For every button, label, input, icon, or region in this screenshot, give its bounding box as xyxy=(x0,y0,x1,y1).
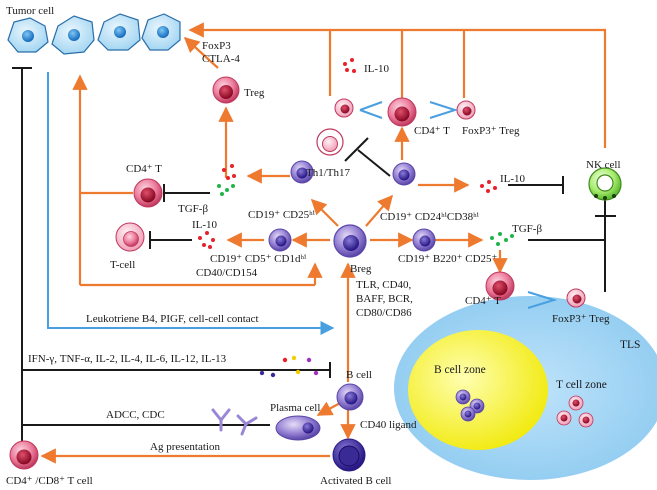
cd4t-left-label: CD4⁺ T xyxy=(126,163,162,175)
breg-cell xyxy=(333,224,367,258)
cd40-cd154-label: CD40/CD154 xyxy=(196,267,258,279)
cd4-cd8-t-cell xyxy=(9,440,39,470)
cd4-cd8-label: CD4⁺ /CD8⁺ T cell xyxy=(6,475,93,487)
tumor-nucleus-1 xyxy=(22,30,34,42)
cd4-t-cell-left xyxy=(133,178,163,208)
tlr-line1: TLR, CD40, xyxy=(356,279,412,291)
inhibition-lines xyxy=(12,67,616,452)
activated-b-cell xyxy=(332,438,366,472)
leukotriene-label: Leukotriene B4, PIGF, cell-cell contact xyxy=(86,313,259,325)
antibody-icons xyxy=(211,408,258,436)
tlr-line2: BAFF, BCR, xyxy=(356,293,413,305)
activated-b-label: Activated B cell xyxy=(320,475,391,487)
b-cell-zone-ellipse xyxy=(408,330,548,450)
cd19-b220-cd25-label: CD19⁺ B220⁺ CD25⁺ xyxy=(398,253,498,265)
tumor-cell-label: Tumor cell xyxy=(6,5,54,17)
cd19-b220-cell xyxy=(412,228,436,252)
cytokines-label: IFN-γ, TNF-α, IL-2, IL-4, IL-6, IL-12, I… xyxy=(28,353,227,365)
b-cell-zone-label: B cell zone xyxy=(434,364,486,376)
foxp3-treg-top-label: FoxP3⁺ Treg xyxy=(462,125,520,137)
cytokine-dots-colored xyxy=(259,355,319,378)
tgfb-dots-right xyxy=(490,232,514,246)
ctla4-label: CTLA-4 xyxy=(202,53,240,65)
tcell-label: T-cell xyxy=(110,259,135,271)
cd19-cd5-cd1d-label: CD19⁺ CD5⁺ CD1dʰⁱ xyxy=(210,253,307,265)
plasma-cell-label: Plasma cell xyxy=(270,402,320,414)
blue-arrows xyxy=(47,72,558,335)
tumor-cells xyxy=(7,13,181,55)
t-cell-zone-label: T cell zone xyxy=(556,379,607,391)
cd4-t-cell-right xyxy=(485,271,515,301)
tlr-line3: CD80/CD86 xyxy=(356,307,412,319)
nk-cell xyxy=(588,167,622,201)
cd4-t-cell-top xyxy=(387,97,417,127)
th1-th17-cell xyxy=(316,128,344,156)
b-cell xyxy=(336,383,364,411)
il10-tgfb-dots-left xyxy=(217,164,236,196)
cd19-cd24-cell xyxy=(392,162,416,186)
adcc-label: ADCC, CDC xyxy=(106,409,165,421)
il10-dots-right xyxy=(480,180,497,193)
small-treg-top-left xyxy=(334,98,354,118)
th1-th17-label: Th1/Th17 xyxy=(306,167,350,179)
cd19-cd25-cell xyxy=(290,160,314,184)
il10-right-label: IL-10 xyxy=(500,173,526,185)
treg-label: Treg xyxy=(244,87,265,99)
tgfb-right-label: TGF-β xyxy=(512,223,542,235)
foxp3-treg-right-label: FoxP3⁺ Treg xyxy=(552,313,610,325)
il10-left-label: IL-10 xyxy=(192,219,218,231)
foxp3-treg-top xyxy=(456,100,476,120)
breg-label: Breg xyxy=(350,263,372,275)
foxp3-label: FoxP3 xyxy=(202,40,231,52)
foxp3-treg-right xyxy=(566,288,586,308)
tls-label: TLS xyxy=(620,339,640,351)
cd19-cd24-cd38-label: CD19⁺ CD24ʰⁱCD38ʰⁱ xyxy=(380,211,480,223)
tumor-nucleus-2 xyxy=(68,29,80,41)
plasma-cell xyxy=(275,415,321,441)
ag-presentation-label: Ag presentation xyxy=(150,441,220,453)
il10-dots-left xyxy=(198,231,215,249)
tgfb-left-label: TGF-β xyxy=(178,203,208,215)
tumor-nucleus-4 xyxy=(157,26,169,38)
nk-cell-label: NK cell xyxy=(586,159,621,171)
cd19-cd25-label: CD19⁺ CD25ʰⁱ xyxy=(248,209,316,221)
bcell-label: B cell xyxy=(346,369,372,381)
cd19-cd5-cell xyxy=(268,228,292,252)
cd4t-right-label: CD4⁺ T xyxy=(465,295,501,307)
orange-arrows xyxy=(40,22,607,464)
cd4t-top-label: CD4⁺ T xyxy=(414,125,450,137)
il10-top-label: IL-10 xyxy=(364,63,390,75)
t-cell-left xyxy=(115,222,145,252)
tls-structure xyxy=(394,296,657,480)
cd40-ligand-label: CD40 ligand xyxy=(360,419,417,431)
il10-dots-top xyxy=(343,58,356,73)
tumor-nucleus-3 xyxy=(114,26,126,38)
treg-cell xyxy=(212,76,240,104)
